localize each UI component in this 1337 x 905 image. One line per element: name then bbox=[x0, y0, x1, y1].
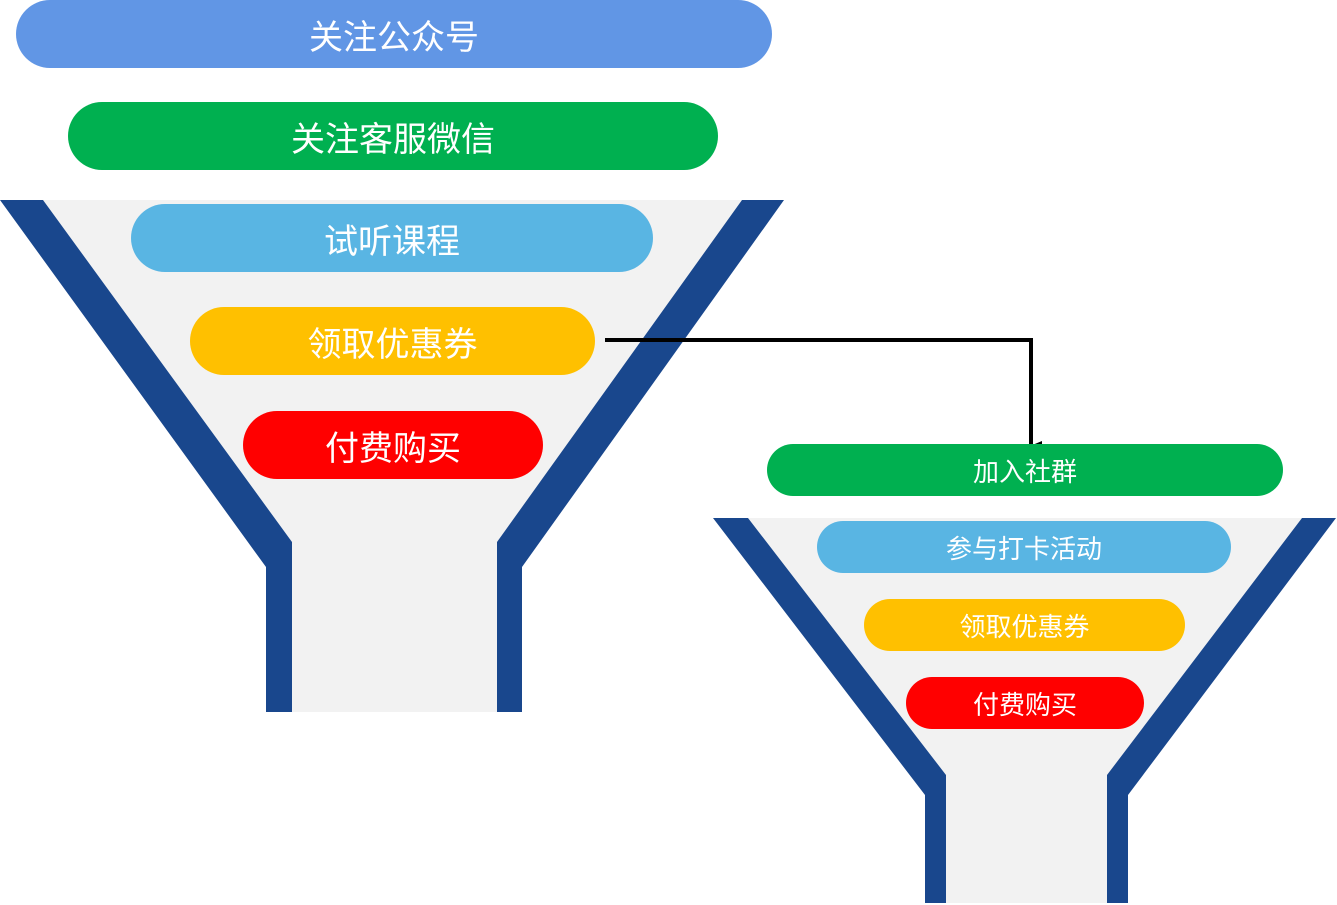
connector-arrow bbox=[605, 338, 1042, 451]
step-get-coupon: 领取优惠券 bbox=[190, 307, 595, 375]
step-label: 试听课程 bbox=[324, 221, 460, 262]
step-checkin-activity: 参与打卡活动 bbox=[817, 521, 1231, 573]
step-label: 加入社群 bbox=[972, 457, 1077, 488]
step-follow-service-wechat: 关注客服微信 bbox=[68, 102, 718, 170]
step-label: 参与打卡活动 bbox=[945, 534, 1102, 565]
step-follow-official-account: 关注公众号 bbox=[16, 0, 772, 68]
step-trial-lesson: 试听课程 bbox=[131, 204, 653, 272]
step-purchase-secondary: 付费购买 bbox=[906, 677, 1144, 729]
step-get-coupon-secondary: 领取优惠券 bbox=[864, 599, 1185, 651]
step-purchase: 付费购买 bbox=[243, 411, 543, 479]
step-label: 领取优惠券 bbox=[307, 324, 478, 365]
step-label: 关注客服微信 bbox=[291, 119, 495, 160]
step-label: 付费购买 bbox=[972, 690, 1077, 721]
step-label: 付费购买 bbox=[325, 428, 461, 469]
step-label: 领取优惠券 bbox=[959, 612, 1090, 643]
step-join-community: 加入社群 bbox=[767, 444, 1283, 496]
step-label: 关注公众号 bbox=[309, 17, 479, 58]
